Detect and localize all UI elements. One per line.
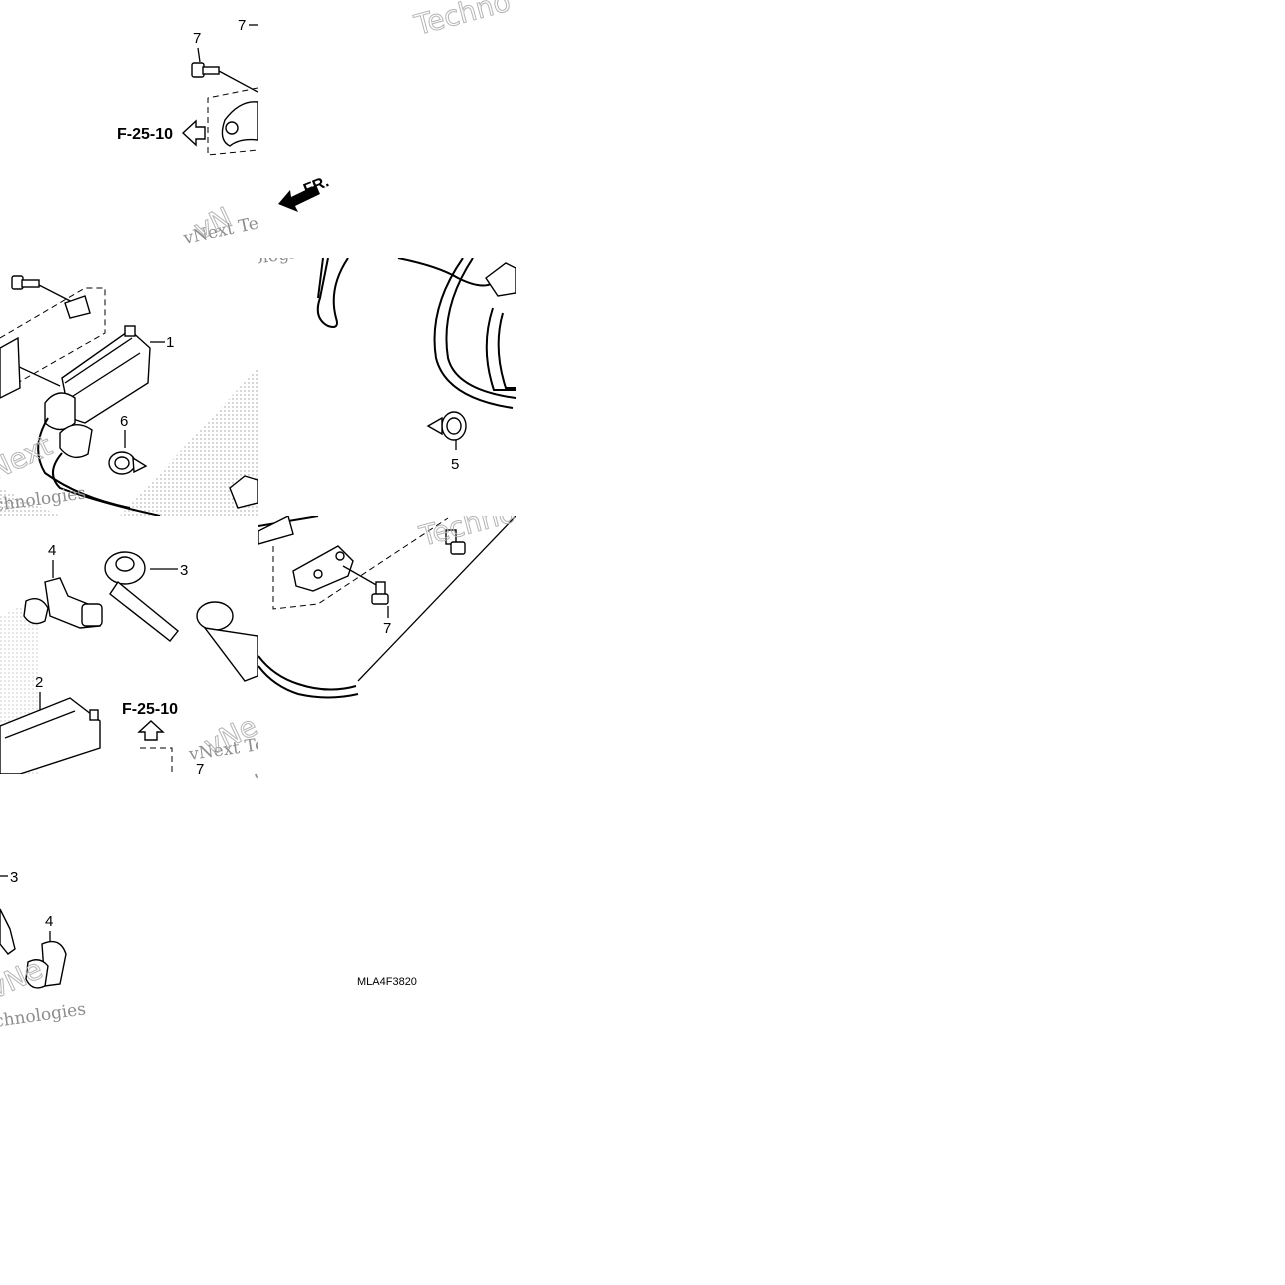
callout-7-top: 7 bbox=[238, 17, 246, 34]
plug-boot-part bbox=[0, 908, 16, 955]
clamp-icon bbox=[108, 451, 148, 475]
bolt-icon bbox=[11, 275, 40, 290]
callout-7-bracket: 7 bbox=[383, 620, 391, 637]
ignition-coil-part bbox=[0, 697, 101, 774]
watermark-text: Next bbox=[0, 429, 57, 486]
tile-mid-right: ologies 5 bbox=[258, 258, 516, 516]
tile-mid-left: 1 6 Next chnologies ologies bbox=[0, 258, 258, 516]
tile-bot-right: 7 Techno bbox=[258, 516, 516, 774]
tile-top-right: Techno FR. bbox=[258, 0, 516, 258]
plug-cap-part bbox=[25, 940, 67, 989]
tile-top-left: 7 7 F-25-10 vNext Tec vN bbox=[0, 0, 258, 258]
svg-text:ologies: ologies bbox=[258, 258, 314, 269]
drawing-code: MLA4F3820 bbox=[357, 976, 417, 988]
front-direction-label: FR. bbox=[301, 173, 331, 198]
callout-2: 2 bbox=[35, 674, 43, 691]
bolt-icon bbox=[191, 62, 220, 78]
bolt-icon bbox=[445, 529, 466, 555]
arrow-left-icon bbox=[181, 119, 206, 147]
callout-3-lower: 3 bbox=[10, 869, 18, 886]
hose-end-part bbox=[485, 262, 516, 297]
callout-4-lower: 4 bbox=[45, 913, 53, 930]
plug-cap-part bbox=[23, 577, 103, 629]
front-direction-arrow-icon bbox=[278, 185, 320, 212]
watermark-text: ologies bbox=[253, 774, 258, 784]
clip-icon bbox=[426, 411, 467, 441]
bolt-icon bbox=[371, 581, 389, 605]
callout-6: 6 bbox=[120, 413, 128, 430]
tile-bot-left: 4 3 2 F-25-10 bbox=[0, 516, 258, 774]
bracket-part bbox=[292, 545, 354, 592]
callout-1: 1 bbox=[166, 334, 174, 351]
plug-boot-part bbox=[104, 551, 258, 682]
watermark-text: Techno bbox=[410, 0, 514, 42]
callout-7-bolt: 7 bbox=[193, 30, 201, 47]
ignition-coil-part bbox=[44, 325, 151, 459]
callout-4: 4 bbox=[48, 542, 56, 559]
callout-3: 3 bbox=[180, 562, 188, 579]
callout-5: 5 bbox=[451, 456, 459, 473]
callout-7-lower: 7 bbox=[196, 761, 204, 774]
reference-label-top: F-25-10 bbox=[117, 126, 173, 143]
watermark-text: chnologies bbox=[0, 999, 87, 1032]
tile-lower-left: ologies 3 4 vNe chnologies bbox=[0, 774, 258, 1032]
reference-label-bottom: F-25-10 bbox=[122, 701, 178, 718]
arrow-up-icon bbox=[137, 720, 165, 741]
